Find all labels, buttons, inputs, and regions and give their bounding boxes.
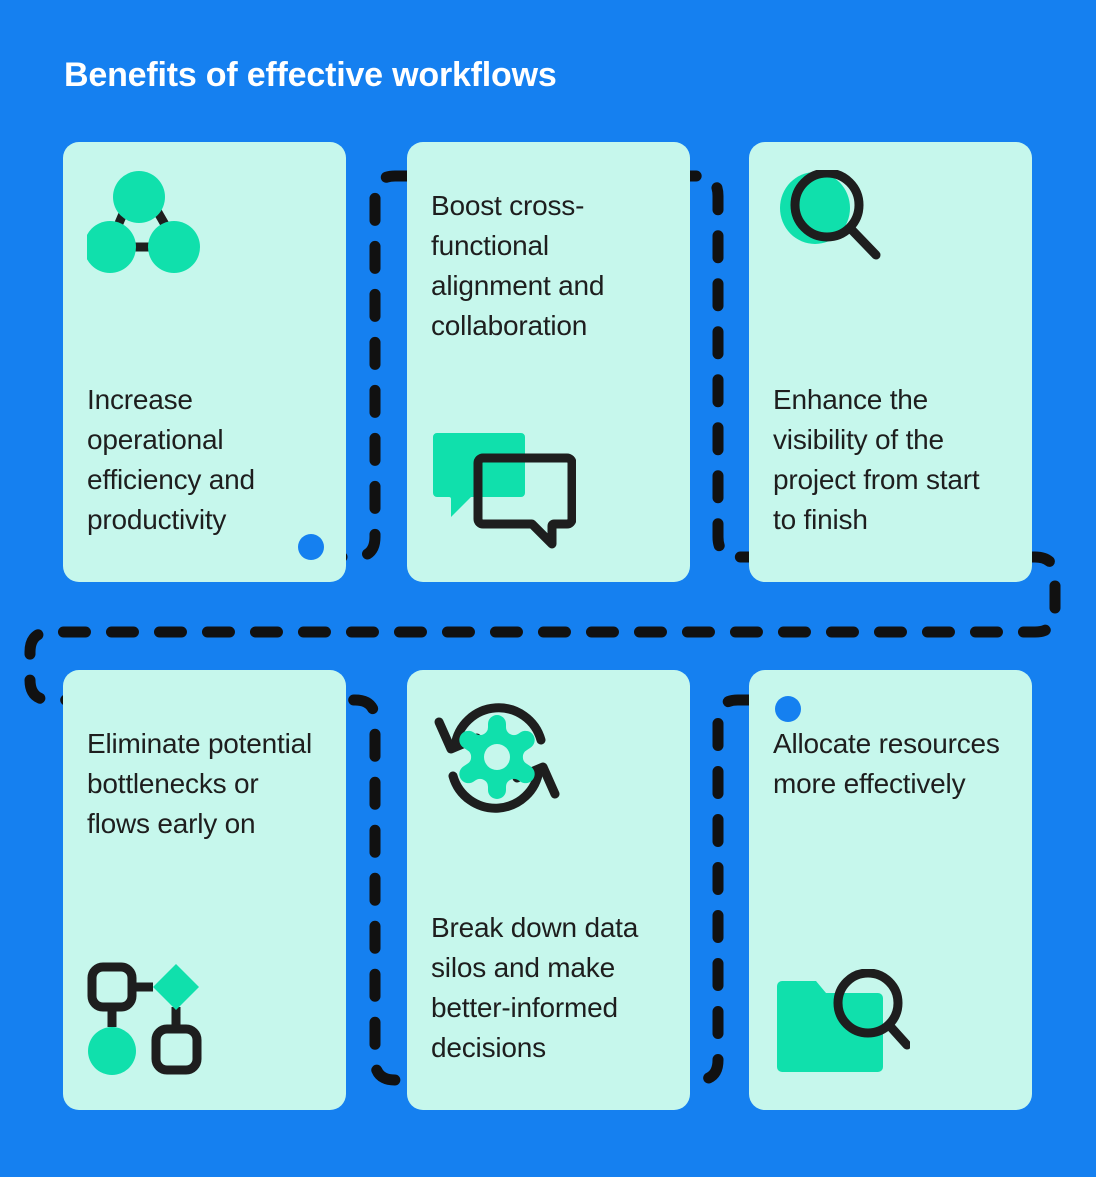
card-label: Break down data silos and make better-in… xyxy=(431,912,639,1063)
card-inner: Increase operational efficiency and prod… xyxy=(63,142,346,582)
card-label: Boost cross-functional alignment and col… xyxy=(431,190,605,341)
card-label: Eliminate potential bottlenecks or flows… xyxy=(87,728,312,839)
card-inner: Allocate resources more effectively xyxy=(749,670,1032,1110)
magnifying-glass-icon xyxy=(773,168,898,285)
network-nodes-icon xyxy=(84,170,217,285)
chat-bubbles-icon xyxy=(431,431,577,556)
flowchart-nodes-icon xyxy=(87,959,212,1084)
card-inner: Break down data silos and make better-in… xyxy=(407,670,690,1110)
card-inner: Eliminate potential bottlenecks or flows… xyxy=(63,670,346,1110)
card-break-down-data-silos[interactable]: Break down data silos and make better-in… xyxy=(407,670,690,1110)
card-label: Increase operational efficiency and prod… xyxy=(87,384,255,535)
folder-search-icon xyxy=(775,968,912,1084)
card-boost-cross-functional-alignment[interactable]: Boost cross-functional alignment and col… xyxy=(407,142,690,582)
gear-refresh-icon xyxy=(431,698,566,823)
card-inner: Enhance the visibility of the project fr… xyxy=(749,142,1032,582)
page-title: Benefits of effective workflows xyxy=(64,56,557,94)
card-allocate-resources-effectively[interactable]: Allocate resources more effectively xyxy=(749,670,1032,1110)
card-enhance-project-visibility[interactable]: Enhance the visibility of the project fr… xyxy=(749,142,1032,582)
card-eliminate-bottlenecks[interactable]: Eliminate potential bottlenecks or flows… xyxy=(63,670,346,1110)
card-increase-operational-efficiency[interactable]: Increase operational efficiency and prod… xyxy=(63,142,346,582)
card-inner: Boost cross-functional alignment and col… xyxy=(407,142,690,582)
card-label: Enhance the visibility of the project fr… xyxy=(773,384,980,535)
connector-dot xyxy=(298,534,324,560)
card-label: Allocate resources more effectively xyxy=(773,728,1000,799)
connector-dot xyxy=(775,696,801,722)
